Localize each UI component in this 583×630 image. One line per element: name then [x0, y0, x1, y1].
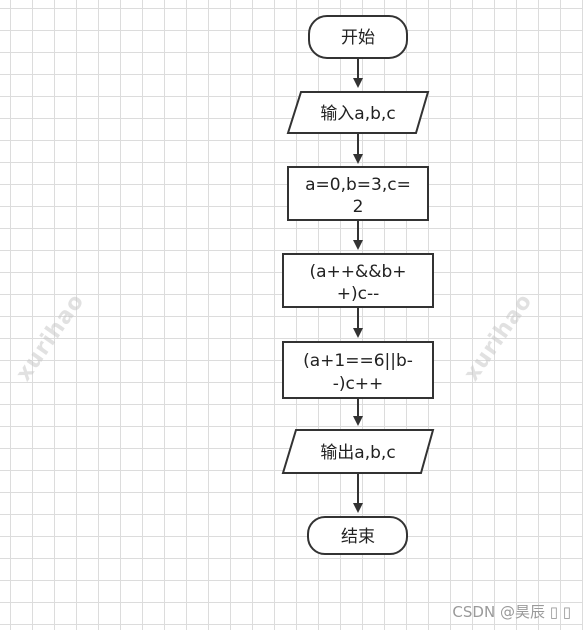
step2-node: (a+1==6||b- -)c++ [282, 341, 434, 399]
assign-label-line2: 2 [353, 197, 364, 217]
step1-node: (a++&&b+ +)c-- [282, 253, 434, 308]
step1-label-line1: (a++&&b+ [309, 262, 406, 282]
assign-label-line1: a=0,b=3,c= [305, 175, 411, 195]
step2-label-line2: -)c++ [333, 374, 384, 394]
assign-node: a=0,b=3,c= 2 [287, 166, 429, 221]
end-node: 结束 [307, 516, 408, 555]
input-label: 输入a,b,c [320, 104, 395, 124]
start-label: 开始 [341, 28, 375, 48]
csdn-credit: CSDN @昊辰 ▯ ▯ [452, 603, 571, 621]
input-node: 输入a,b,c [286, 91, 430, 134]
output-node: 输出a,b,c [281, 429, 435, 474]
output-label: 输出a,b,c [320, 443, 395, 463]
step2-label-line1: (a+1==6||b- [303, 351, 413, 371]
step1-label-line2: +)c-- [337, 284, 380, 304]
end-label: 结束 [341, 527, 375, 547]
start-node: 开始 [308, 15, 408, 59]
